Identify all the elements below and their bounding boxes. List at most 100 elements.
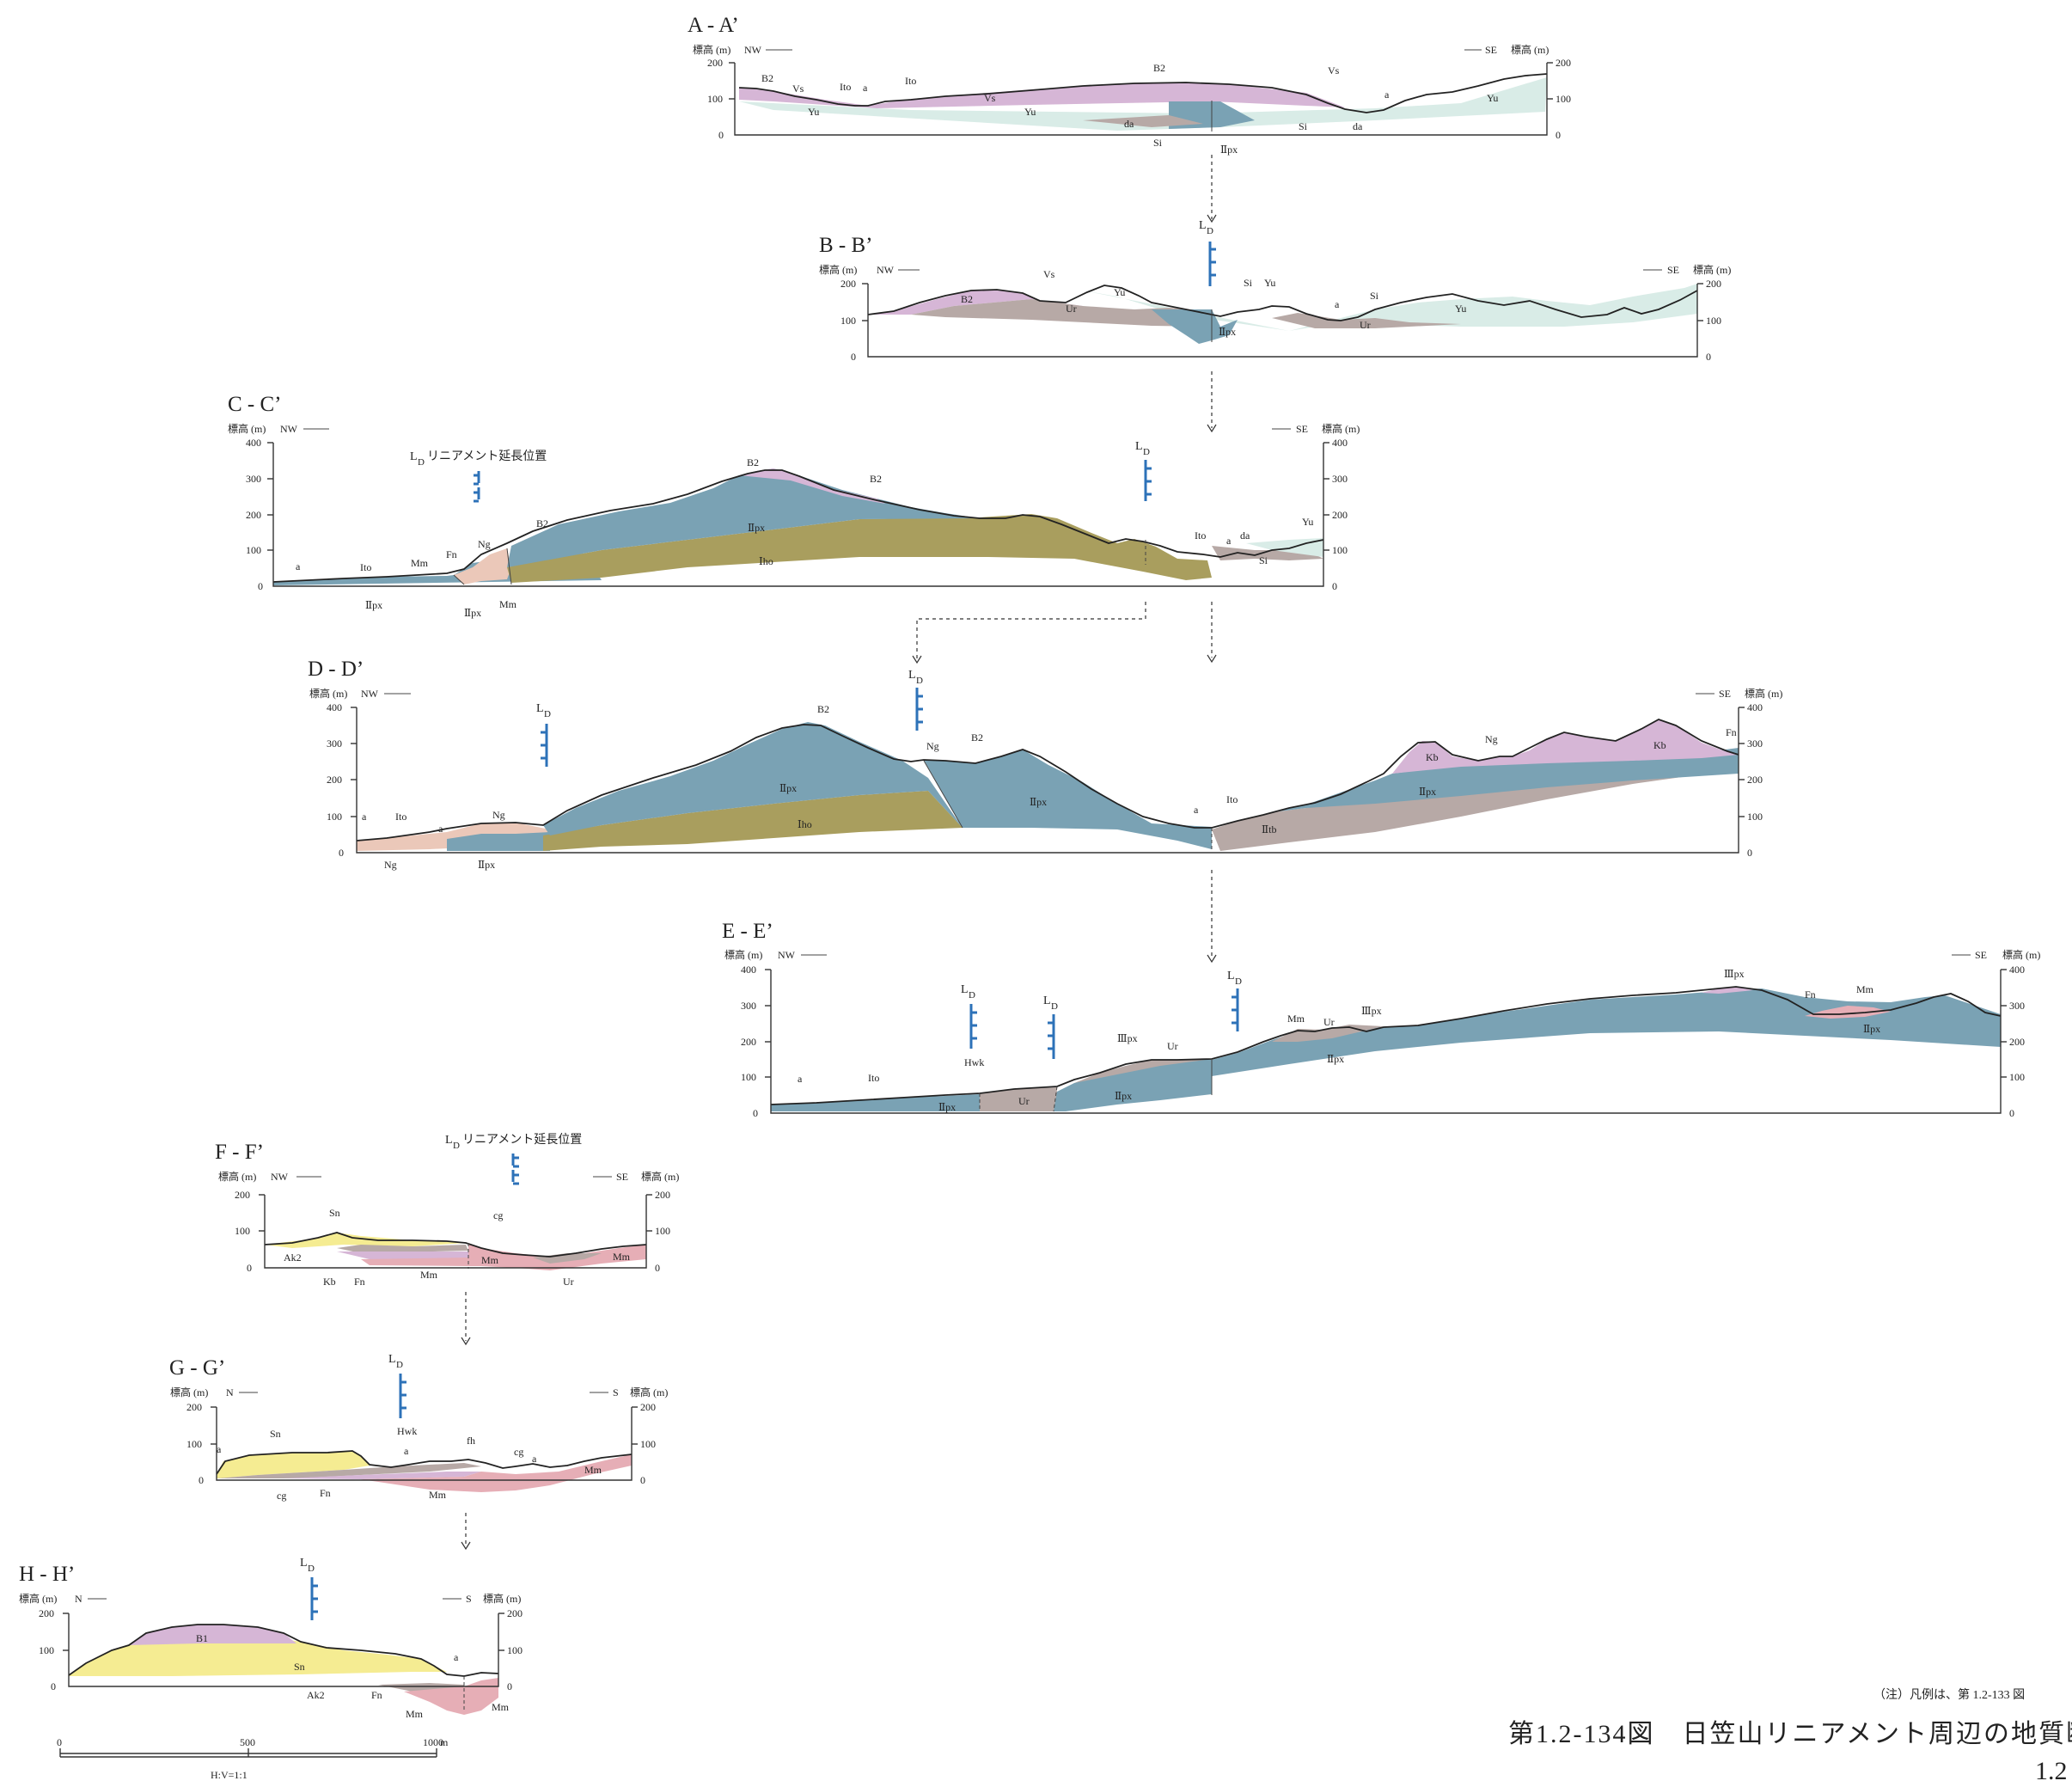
figure-caption: 第1.2-134図 日笠山リニアメント周辺の地質断 [1508,1720,2072,1748]
ld-extension-marker: L D リニアメント延長位置 [445,1133,582,1185]
tick-left: 200 [235,1189,250,1201]
tick-left: 200 [741,1036,756,1048]
section-b-title: B - B’ [819,234,873,257]
elevation-label-right: 標高 (m) [1693,263,1731,276]
unit-label: Fn [371,1689,382,1701]
tick-left: 200 [246,509,261,521]
unit-label: B1 [196,1632,208,1644]
unit-b2 [868,290,1083,315]
svg-text:L: L [1199,219,1207,232]
direction-se: SE [1975,949,1987,961]
svg-text:リニアメント延長位置: リニアメント延長位置 [427,450,547,463]
elevation-label-left: 標高 (m) [724,948,762,961]
section-e-title: E - E’ [722,920,773,943]
section-a-title: A - A’ [688,14,739,37]
unit-label: Mm [492,1701,510,1713]
direction-se: SE [1667,264,1679,276]
unit-fn [337,1252,468,1260]
fault-line [453,574,465,585]
tick-left: 0 [339,847,344,859]
tick-right: 0 [1747,847,1752,859]
unit-label: Mm [613,1251,631,1263]
svg-text:D: D [544,709,551,719]
unit-label: Yu [1302,516,1313,528]
unit-ur [911,299,1212,327]
unit-label: Ⅱpx [1419,786,1436,798]
unit-label: Mm [420,1269,438,1281]
unit-label: Ito [1226,793,1238,805]
unit-label: Fn [320,1487,331,1499]
ld-marker: L D [1135,440,1152,501]
tick-left: 200 [39,1607,54,1619]
tick-left: 100 [741,1071,756,1083]
unit-label: Ng [384,859,397,871]
elevation-label-left: 標高 (m) [228,422,266,435]
unit-iipx [543,722,963,835]
unit-label: B2 [747,456,759,468]
unit-iipx-low [447,832,550,851]
lineament-icon [915,688,923,731]
tick-left: 100 [707,93,723,105]
unit-label: da [1353,120,1363,132]
fault-line [923,760,963,829]
tick-left: 0 [258,580,263,592]
unit-kb [1392,719,1739,774]
ld-marker: L D [961,983,977,1049]
unit-label: Ur [1167,1040,1178,1052]
unit-iipx [1152,309,1238,344]
svg-text:L: L [908,669,916,682]
unit-label: Ⅱpx [748,522,765,534]
tick-right: 300 [2009,1000,2025,1012]
svg-text:L: L [445,1134,453,1147]
tick-left: 100 [235,1225,250,1237]
unit-label: a [404,1445,409,1457]
unit-labels: a Ito Hwk Ⅱpx Ur Ⅲpx Ur Ⅱpx Mm Ur Ⅲpx Ⅱp… [798,968,1880,1113]
unit-label: Mm [481,1254,499,1266]
unit-mm [454,548,511,584]
direction-n: N [75,1593,83,1605]
section-a: A - A’ 標高 (m) NW SE 標高 (m) 200 100 0 200… [688,14,1571,223]
unit-label: Ur [1018,1095,1030,1107]
tick-right: 100 [1706,315,1721,327]
unit-label: a [296,560,301,572]
geology-fills [771,987,2001,1111]
lineament-icon [1208,242,1216,286]
ld-marker: L D [1199,219,1216,286]
svg-text:D: D [1143,447,1150,457]
unit-label: Mm [429,1489,447,1501]
tick-left: 100 [840,315,856,327]
direction-nw: NW [744,44,762,56]
unit-label: Ⅱtb [1262,823,1277,835]
tick-right: 0 [507,1680,512,1692]
arrow-head-icon [1207,214,1217,223]
unit-fn [284,1472,481,1479]
unit-mm [404,1678,498,1715]
unit-label: Ito [840,81,851,93]
terrain-profile [272,469,1324,583]
ld-extension-marker: L D リニアメント延長位置 [410,450,547,503]
unit-label: B2 [1153,62,1165,74]
geology-fills [868,284,1697,344]
elevation-label-right: 標高 (m) [641,1170,679,1183]
tick-left: 0 [851,351,856,363]
section-f: F - F’ 標高 (m) NW SE 標高 (m) L D リニアメント延長位… [215,1133,679,1346]
link-arrow [916,602,1146,660]
unit-label: Ak2 [307,1689,325,1701]
unit-label: Fn [1805,988,1816,1001]
svg-text:D: D [396,1360,403,1370]
direction-nw: NW [361,688,379,700]
tick-right: 0 [1556,129,1561,141]
arrow-head-icon [1207,954,1217,964]
unit-label: Ng [478,538,491,550]
unit-label: a [1194,804,1199,816]
elevation-label-left: 標高 (m) [218,1170,256,1183]
unit-iipx-b [924,750,1212,849]
direction-nw: NW [271,1171,289,1183]
unit-label: a [1384,89,1390,101]
tick-right: 200 [655,1189,670,1201]
elevation-label-right: 標高 (m) [1745,687,1782,700]
unit-si [1212,546,1323,560]
elevation-label-right: 標高 (m) [1322,422,1360,435]
ld-marker: L D [536,702,551,767]
